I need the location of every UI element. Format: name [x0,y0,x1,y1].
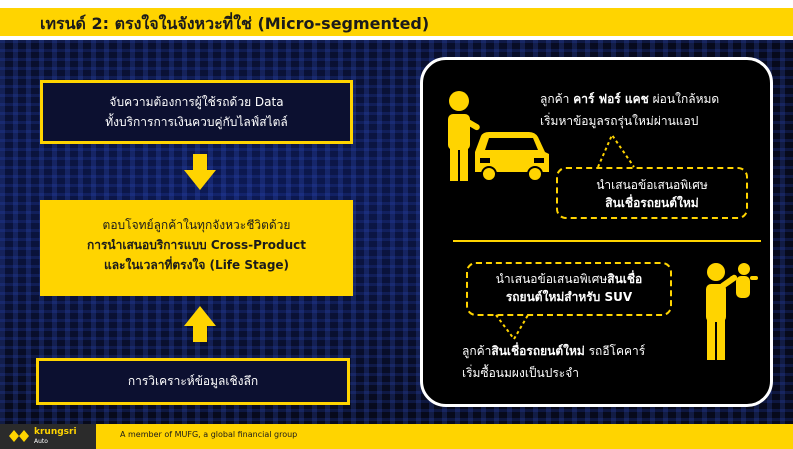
panel-divider [453,240,761,242]
callout-pointer-1 [597,133,635,168]
person-with-car-icon [448,91,549,182]
footer: krungsri Auto A member of MUFG, a global… [0,424,793,449]
brand-sub: Auto [34,438,48,445]
brand-logo: krungsri Auto [0,424,96,449]
scenario2-text: ลูกค้าสินเชื่อรถยนต์ใหม่ รถอีโคคาร์ เริ่… [462,340,645,384]
scenario1-line1-pre: ลูกค้า [540,92,574,106]
box2-line2: การนำเสนอบริการแบบ Cross-Product [86,238,307,252]
offer2-line1-pre: นำเสนอข้อเสนอพิเศษ [495,272,608,286]
life-stage-box: ตอบโจทย์ลูกค้าในทุกจังหวะชีวิตด้วย การนำ… [40,200,353,296]
footer-tagline: A member of MUFG, a global financial gro… [120,430,298,439]
box1-line1: จับความต้องการผู้ใช้รถด้วย Data [109,95,284,109]
box3-text: การวิเคราะห์ข้อมูลเชิงลึก [127,374,259,388]
scenario1-text: ลูกค้า คาร์ ฟอร์ แคช ผ่อนใกล้หมด เริ่มหา… [540,88,719,132]
header: เทรนด์ 2: ตรงใจในจังหวะที่ใช่ (Micro-seg… [0,0,793,40]
offer2-line1-bold: สินเชื่อ [607,272,643,286]
data-insight-box: จับความต้องการผู้ใช้รถด้วย Data ทั้งบริก… [40,80,353,144]
scenario2-line1-post: รถอีโคคาร์ [584,344,646,358]
scenario1-line2: เริ่มหาข้อมูลรถรุ่นใหม่ผ่านแอป [540,114,699,128]
parent-with-child-icon [706,263,758,360]
page-title: เทรนด์ 2: ตรงใจในจังหวะที่ใช่ (Micro-seg… [40,14,430,33]
box2-line1: ตอบโจทย์ลูกค้าในทุกจังหวะชีวิตด้วย [102,218,291,232]
krungsri-logo-icon [9,430,29,442]
arrow-up-icon [184,306,216,342]
scenario1-line1-post: ผ่อนใกล้หมด [648,92,720,106]
offer-callout-1: นำเสนอข้อเสนอพิเศษ สินเชื่อรถยนต์ใหม่ [556,167,748,219]
deep-analysis-box: การวิเคราะห์ข้อมูลเชิงลึก [36,358,350,405]
callout-pointer-2 [495,314,529,341]
brand-name: krungsri [34,427,77,437]
scenario2-line2: เริ่มซื้อนมผงเป็นประจำ [462,366,580,380]
title-bar [0,8,793,36]
offer2-line2: รถยนต์ใหม่สำหรับ SUV [505,290,633,304]
scenario2-line1-pre: ลูกค้า [462,344,492,358]
box2-line3: และในเวลาที่ตรงใจ (Life Stage) [103,258,290,272]
offer1-line1: นำเสนอข้อเสนอพิเศษ [596,178,708,192]
box1-line2: ทั้งบริการการเงินควบคู่กับไลฟ์สไตล์ [105,115,288,129]
scenario2-line1-bold: สินเชื่อรถยนต์ใหม่ [491,344,585,358]
offer1-line2: สินเชื่อรถยนต์ใหม่ [605,196,699,210]
arrow-down-icon [184,154,216,190]
offer-callout-2: นำเสนอข้อเสนอพิเศษสินเชื่อ รถยนต์ใหม่สำห… [466,262,672,316]
scenario1-line1-bold: คาร์ ฟอร์ แคช [573,92,649,106]
